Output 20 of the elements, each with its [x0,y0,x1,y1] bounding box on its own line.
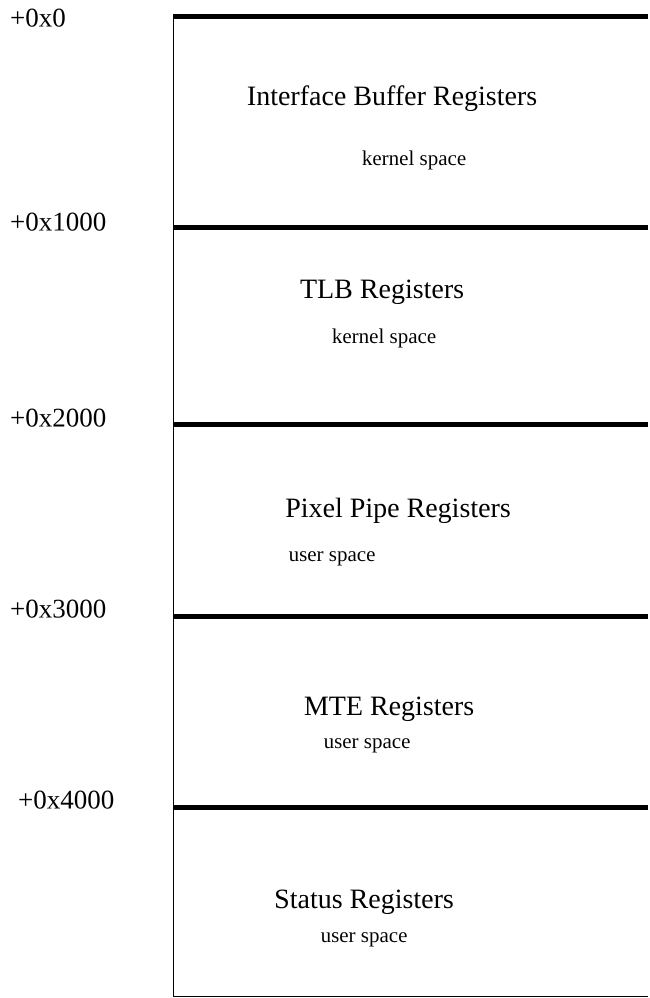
access-space-label: user space [324,729,410,754]
memory-region-band [173,225,648,422]
region-title: MTE Registers [304,691,474,723]
address-offset-label: +0x0 [10,2,66,34]
access-space-label: kernel space [332,324,436,349]
region-title: Status Registers [274,884,454,916]
region-title: Pixel Pipe Registers [285,493,511,525]
memory-region-band [173,614,648,805]
region-title: TLB Registers [300,274,464,306]
memory-region-band [173,805,648,997]
access-space-label: kernel space [362,146,466,171]
access-space-label: user space [320,923,408,948]
address-offset-label: +0x3000 [10,594,106,624]
address-offset-label: +0x4000 [18,784,114,816]
address-offset-label: +0x2000 [10,402,106,434]
region-title: Interface Buffer Registers [246,81,538,113]
address-offset-label: +0x1000 [10,206,106,238]
access-space-label: user space [288,542,376,567]
memory-region-band [173,422,648,614]
memory-region-band [173,14,648,225]
